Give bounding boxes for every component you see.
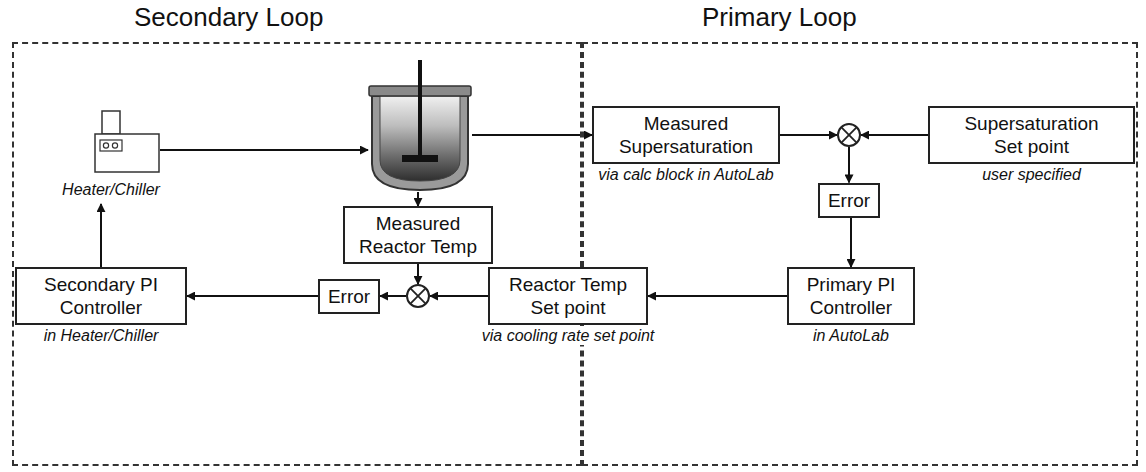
summing-junction — [837, 123, 861, 147]
error-box: Error — [318, 279, 380, 314]
controller-box: Secondary PI Controllerin Heater/Chiller — [15, 267, 187, 325]
reactor-vessel — [368, 60, 472, 192]
box-note: in Heater/Chiller — [42, 326, 161, 345]
signal-arrow — [850, 218, 852, 268]
summing-junction — [406, 284, 430, 308]
process-box: Measured Reactor Temp — [343, 206, 493, 264]
error-box: Error — [818, 183, 880, 218]
reactor-drawing — [368, 60, 472, 192]
box-note: via calc block in AutoLab — [596, 165, 776, 184]
process-box: Reactor Temp Set pointvia cooling rate s… — [488, 267, 648, 325]
box-label: Error — [324, 285, 374, 308]
signal-arrow — [417, 192, 419, 206]
heater-chiller-icon: Heater/Chiller — [62, 108, 160, 204]
box-label: Primary PI Controller — [797, 273, 905, 319]
box-label: Reactor Temp Set point — [500, 273, 636, 319]
controller-box: Primary PI Controllerin AutoLab — [787, 267, 915, 325]
signal-arrow — [380, 295, 406, 297]
box-label: Error — [824, 189, 874, 212]
signal-arrow — [861, 134, 928, 136]
signal-arrow — [417, 264, 419, 284]
summing-junction-symbol — [406, 284, 430, 308]
loop-region: Secondary Loop — [12, 42, 582, 466]
loop-title: Secondary Loop — [134, 2, 323, 32]
box-label: Supersaturation Set point — [958, 112, 1105, 158]
signal-arrow — [648, 295, 787, 297]
box-note: user specified — [980, 165, 1083, 184]
process-box: Measured Supersaturationvia calc block i… — [592, 106, 780, 164]
signal-arrow — [187, 295, 318, 297]
signal-arrow — [160, 149, 368, 151]
signal-arrow — [472, 134, 592, 136]
box-label: Measured Supersaturation — [604, 112, 768, 158]
summing-junction-symbol — [837, 123, 861, 147]
process-box: Supersaturation Set pointuser specified — [928, 106, 1135, 164]
box-label: Measured Reactor Temp — [353, 212, 483, 258]
signal-arrow — [848, 147, 850, 183]
signal-arrow — [100, 204, 102, 267]
box-label: Secondary PI Controller — [27, 273, 175, 319]
signal-arrow — [780, 134, 837, 136]
heater-chiller-drawing — [62, 108, 160, 178]
box-note: via cooling rate set point — [480, 326, 657, 345]
loop-title: Primary Loop — [702, 2, 857, 32]
box-note: in AutoLab — [811, 326, 891, 345]
signal-arrow — [430, 295, 488, 297]
device-label: Heater/Chiller — [62, 180, 160, 199]
